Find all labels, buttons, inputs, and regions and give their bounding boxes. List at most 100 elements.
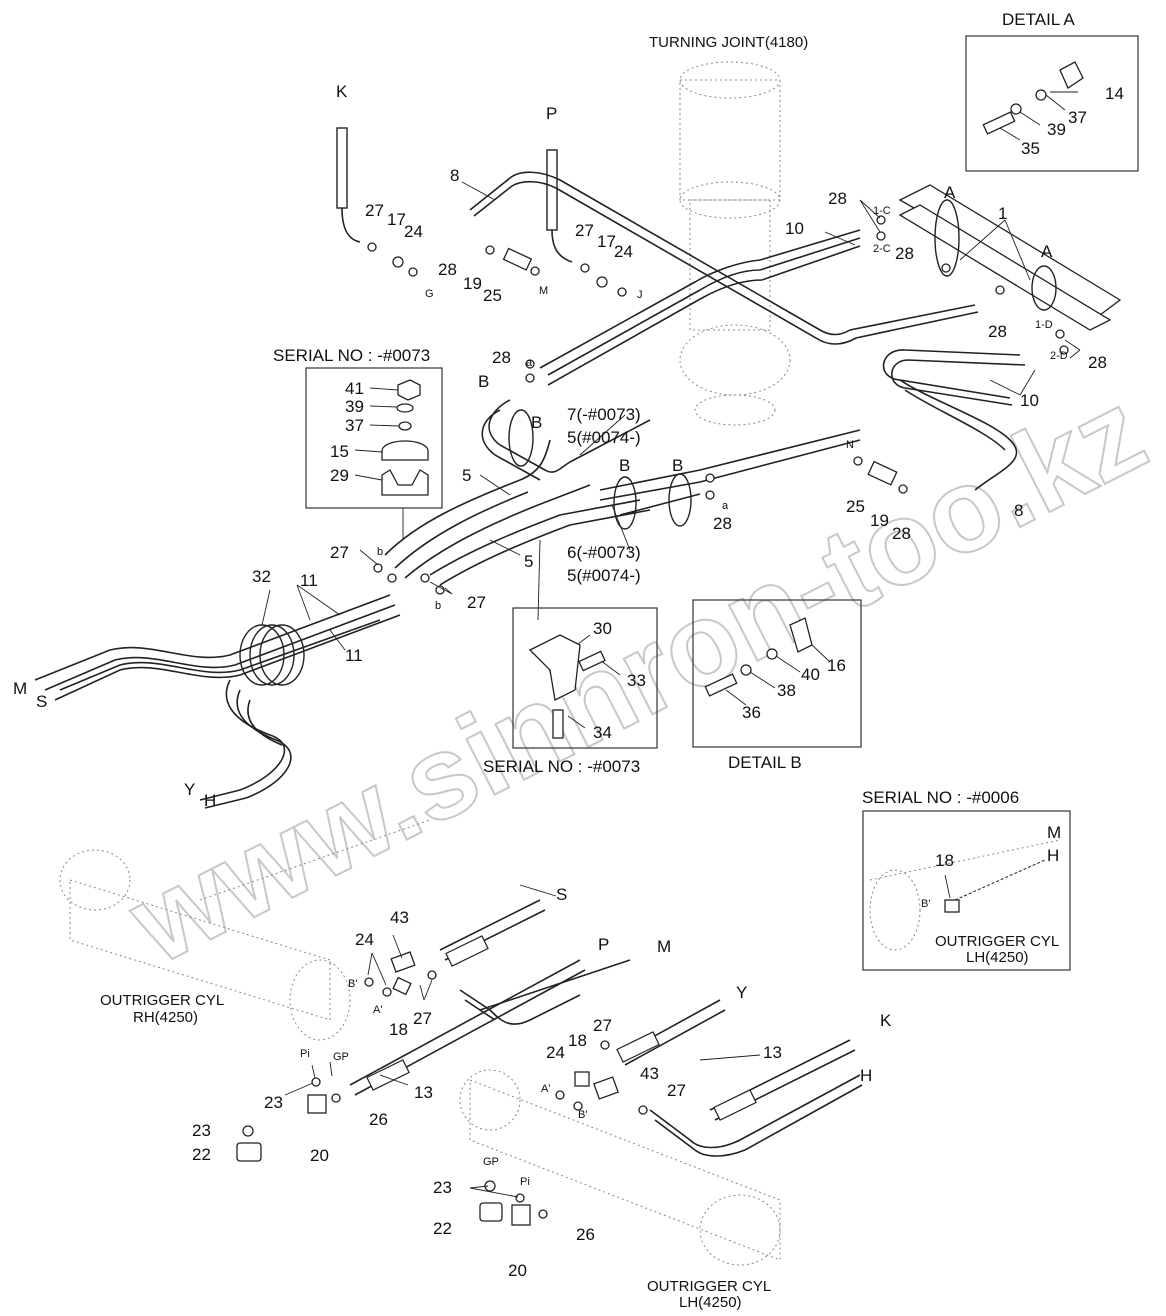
part-16-detail-b: 16 [827,656,846,675]
part-26-lh: 26 [576,1225,595,1244]
port-2c: 2-C [873,243,891,255]
serial-top-title: SERIAL NO : -#0073 [273,346,430,365]
middle-hose-bundle [384,409,692,586]
part-18-inset: 18 [935,851,954,870]
hose-end-y: Y [184,780,195,799]
serial-mid-title: SERIAL NO : -#0073 [483,757,640,776]
detail-b-ref-2: B [531,413,542,432]
hose-end-m: M [13,679,27,698]
port-j: J [637,289,643,301]
detail-a-marker-1 [934,199,960,277]
part-41-serial: 41 [345,379,364,398]
hose-end-p: P [546,104,557,123]
part-11-upper: 11 [300,571,318,590]
detail-b-title: DETAIL B [728,753,802,772]
port-pi-lh: Pi [520,1176,530,1188]
hose-end-m-inset: M [1047,823,1061,842]
part-28-2d: 28 [1088,353,1107,372]
port-aprime-rh: A' [373,1004,382,1016]
detail-a-box [965,35,1139,172]
part-23-lh: 23 [433,1178,452,1197]
part-32: 32 [252,567,271,586]
part-10-top: 10 [785,219,804,238]
part-19-m: 19 [463,274,482,293]
port-bprime-lh: B' [578,1109,587,1121]
detail-b-parts [704,617,831,706]
part-27-p: 27 [575,221,594,240]
cyl-rh-subtitle: RH(4250) [133,1009,198,1026]
labels: TURNING JOINT(4180) DETAIL A DETAIL B SE… [13,10,1124,1311]
detail-a-marker-2 [1031,265,1057,311]
part-28-a: 28 [492,348,511,367]
cyl-lh-inset-title: OUTRIGGER CYL [935,933,1059,950]
part-37-serial: 37 [345,416,364,435]
part-22-rh: 22 [192,1145,211,1164]
part-7: 7(-#0073) [567,405,641,424]
part-14-detail-a: 14 [1105,84,1124,103]
hose-end-k-bottom: K [880,1011,892,1030]
part-25-m: 25 [483,286,502,305]
hose-end-p-bottom: P [598,935,609,954]
port-n: N [846,439,854,451]
part-27-b-left: 27 [330,543,349,562]
port-a-top: a [526,357,533,369]
detail-a-title: DETAIL A [1002,10,1075,29]
serial-right-parts [944,859,1046,901]
serial-top-parts [354,379,429,496]
port-gp-lh: GP [483,1156,499,1168]
part-17-p: 17 [597,232,616,251]
part-27-k: 27 [365,201,384,220]
hose-end-s: S [36,692,47,711]
cyl-lh-inset-subtitle: LH(4250) [966,949,1029,966]
part-11-lower: 11 [345,646,363,665]
outrigger-cyl-rh-ghost [59,819,431,1041]
part-1: 1 [998,204,1007,223]
part-36-detail-b: 36 [742,703,761,722]
part-20-lh: 20 [508,1261,527,1280]
port-m: M [539,285,548,297]
hose-end-k: K [336,82,348,101]
part-24-p: 24 [614,242,633,261]
clamp-32-3 [259,624,305,686]
detail-b-marker-1 [508,409,534,467]
port-aprime-lh: A' [541,1083,550,1095]
outrigger-cyl-lh-ghost [459,1069,781,1266]
part-28-n: 28 [892,524,911,543]
cyl-rh-title: OUTRIGGER CYL [100,992,224,1009]
hose-end-s-bottom: S [556,885,567,904]
part-24-rh: 24 [355,930,374,949]
lower-hose-bundle [34,594,401,809]
port-pi-rh: Pi [300,1048,310,1060]
serial-right-title: SERIAL NO : -#0006 [862,788,1019,807]
part-27-lh-upper: 27 [593,1016,612,1035]
clamp-32-2 [249,624,295,686]
detail-a-parts [982,61,1084,141]
part-27-b-right: 27 [467,593,486,612]
part-38-detail-b: 38 [777,681,796,700]
part-29-serial: 29 [330,466,349,485]
part-19-n: 19 [870,511,889,530]
part-28-m: 28 [438,260,457,279]
part-22-lh: 22 [433,1219,452,1238]
part-43-rh: 43 [390,908,409,927]
part-18-rh: 18 [389,1020,408,1039]
hose-end-h: H [204,791,216,810]
port-1c: 1-C [873,205,891,217]
port-b-bottom: b [435,600,441,612]
detail-a-ref-2: A [1041,242,1053,261]
part-40-detail-b: 40 [801,665,820,684]
part-24-k: 24 [404,222,423,241]
detail-b-box [692,599,862,748]
hose-end-y-bottom: Y [736,983,747,1002]
part-39-detail-a: 39 [1047,120,1066,139]
part-18-lh: 18 [568,1031,587,1050]
port-2d: 2-D [1050,350,1068,362]
part-5-lower: 5 [524,552,533,571]
port-1d: 1-D [1035,319,1053,331]
part-5-upper: 5(#0074-) [567,428,641,447]
part-20-rh: 20 [310,1146,329,1165]
port-g: G [425,288,434,300]
part-30-serial: 30 [593,619,612,638]
part-6: 6(-#0073) [567,543,641,562]
